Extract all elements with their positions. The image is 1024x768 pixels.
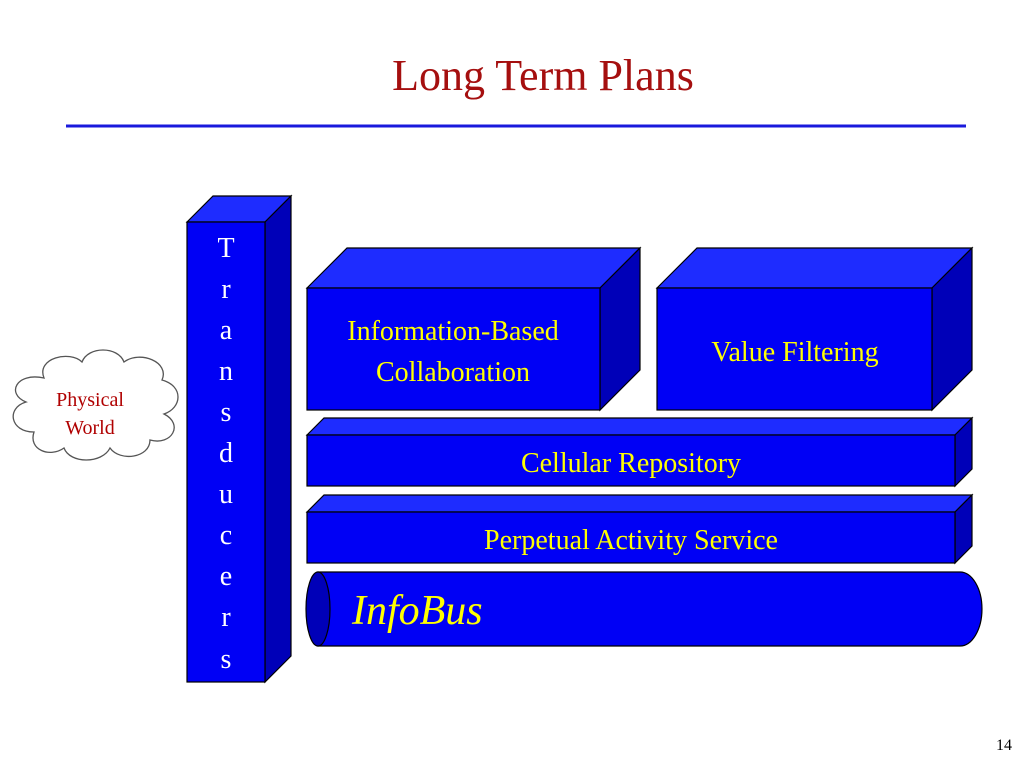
- transducers-letter-e: e: [220, 561, 232, 592]
- cloud-label-line-2: World: [65, 417, 115, 439]
- value-filtering-box: Value Filtering: [655, 246, 974, 412]
- value-filtering-top: [655, 247, 974, 289]
- transducers-side: [264, 194, 292, 684]
- transducers-letter-r: r: [221, 274, 231, 305]
- infobus-end-cap: [305, 571, 331, 647]
- info-collab-label-line-2: Collaboration: [376, 357, 530, 388]
- transducers-letter-d: d: [219, 438, 233, 469]
- page-number: 14: [996, 737, 1012, 754]
- value-filtering-label: Value Filtering: [711, 337, 878, 368]
- transducers-pillar: T r a n s d u c e r s: [185, 194, 293, 684]
- info-collab-box: Information-Based Collaboration: [305, 246, 642, 412]
- cellular-repository-box: Cellular Repository: [305, 416, 974, 488]
- transducers-front: [186, 221, 266, 683]
- cloud-shape: [12, 349, 179, 461]
- transducers-letter-t: T: [217, 233, 234, 264]
- perpetual-activity-front: [306, 511, 956, 564]
- info-collab-front: [306, 287, 601, 411]
- cellular-repository-front: [306, 434, 956, 487]
- perpetual-activity-top: [305, 494, 974, 513]
- infobus-cylinder: InfoBus: [305, 571, 983, 647]
- cellular-repository-top: [305, 417, 974, 436]
- transducers-letter-u: u: [219, 479, 233, 510]
- transducers-letter-s2: s: [221, 644, 232, 675]
- transducers-letter-r2: r: [221, 602, 231, 633]
- cloud-label-line-1: Physical: [56, 389, 124, 411]
- slide-title: Long Term Plans: [392, 51, 694, 100]
- transducers-letter-n: n: [219, 356, 233, 387]
- physical-world-cloud: Physical World: [12, 349, 179, 461]
- info-collab-label-line-1: Information-Based: [347, 316, 559, 347]
- transducers-letter-c: c: [220, 520, 232, 551]
- perpetual-activity-box: Perpetual Activity Service: [305, 493, 974, 565]
- perpetual-activity-label: Perpetual Activity Service: [484, 525, 778, 556]
- transducers-letter-a: a: [220, 315, 233, 346]
- info-collab-top: [305, 247, 642, 289]
- transducers-letter-s: s: [221, 397, 232, 428]
- value-filtering-front: [656, 287, 933, 411]
- infobus-label: InfoBus: [351, 588, 483, 634]
- cellular-repository-label: Cellular Repository: [521, 448, 741, 479]
- infobus-body: [317, 571, 983, 647]
